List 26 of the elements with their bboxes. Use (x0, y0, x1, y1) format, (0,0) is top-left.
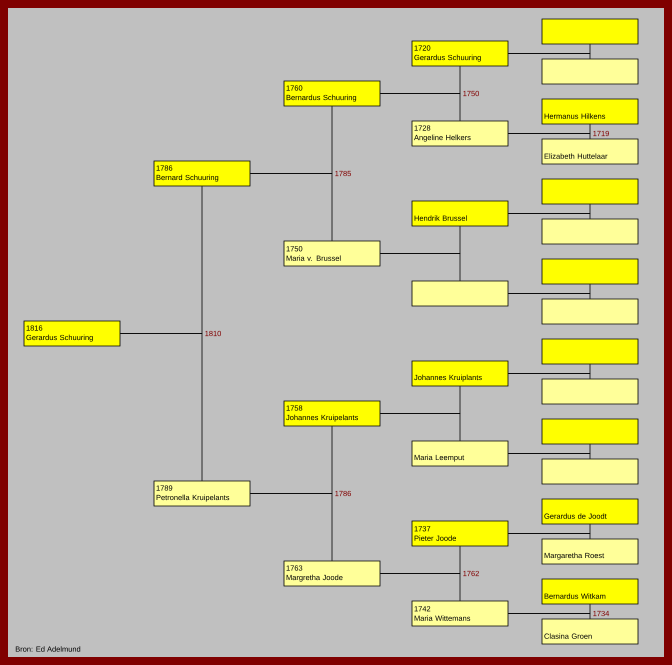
connector-line (508, 133, 590, 139)
connector-line (508, 613, 590, 619)
empty-box (542, 378, 638, 404)
empty-box (542, 58, 638, 84)
empty-box (542, 338, 638, 364)
connector-line (380, 93, 460, 121)
empty-box (412, 280, 508, 306)
connector-line (380, 253, 460, 281)
empty-box (542, 458, 638, 484)
connector-line (508, 533, 590, 539)
empty-box (542, 178, 638, 204)
connector-line (250, 493, 332, 561)
connector-line (508, 213, 590, 219)
connector-line (120, 333, 202, 481)
empty-box (542, 218, 638, 244)
empty-box (542, 298, 638, 324)
connector-line (250, 173, 332, 241)
connector-line (380, 573, 460, 601)
connector-line (508, 373, 590, 379)
connector-line (508, 53, 590, 59)
empty-box (542, 18, 638, 44)
connector-line (380, 413, 460, 441)
empty-box (542, 258, 638, 284)
connector-line (508, 293, 590, 299)
connector-line (508, 453, 590, 459)
empty-box (542, 418, 638, 444)
